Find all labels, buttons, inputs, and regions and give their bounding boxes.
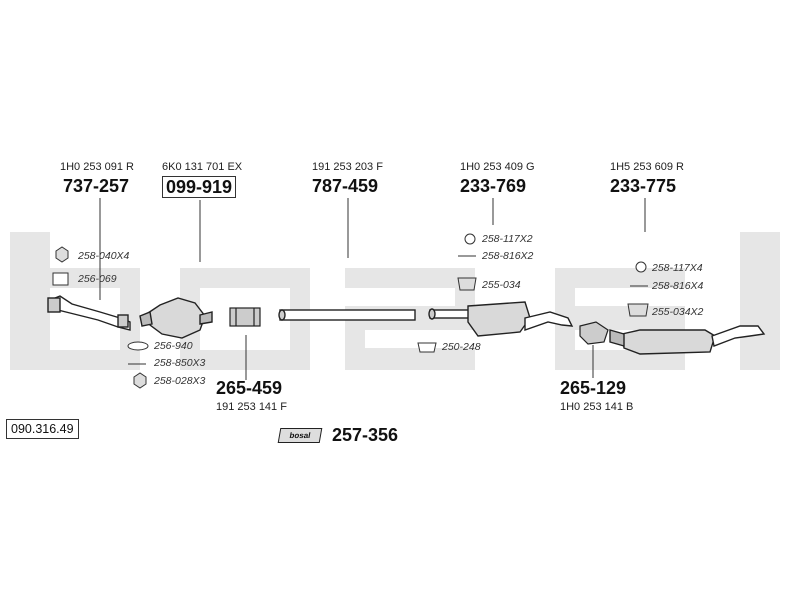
leader-lines [99,198,646,380]
p4-oem: 1H0 253 409 G [460,161,535,173]
ring-icon-3 [635,261,647,273]
kit-logo-icon: bosal [277,428,323,443]
fitting-icons [52,233,649,389]
p4-code: 233-769 [460,176,527,196]
p6-oem: 191 253 141 F [216,401,287,413]
nut-icon-2 [133,372,147,389]
p6-code: 265-459 [216,378,283,398]
p5-code: 233-775 [610,176,677,196]
p3-oem: 191 253 203 F [312,161,383,173]
nut-icon [55,246,69,263]
fitting-f10: 258-117X4 [652,262,703,274]
fitting-f9: 250-248 [442,341,481,353]
hanger-icon-2 [627,303,649,317]
clamp-265-129 [579,321,609,345]
ring-icon [127,341,149,351]
ring-icon-2 [464,233,476,245]
catalytic-converter [139,297,213,339]
reference-number: 090.316.49 [6,419,79,439]
p2-code: 099-919 [162,176,237,198]
clamp-265-459 [229,307,261,327]
p1-code: 737-257 [63,176,130,196]
p3-code: 787-459 [312,176,379,196]
p2-oem: 6K0 131 701 EX [162,161,243,173]
front-silencer [428,301,574,337]
fitting-f1: 258-040X4 [78,250,130,262]
p1-oem: 1H0 253 091 R [60,161,134,173]
gasket-icon [52,272,69,286]
fitting-f11: 258-816X4 [652,280,704,292]
p7-oem: 1H0 253 141 B [560,401,634,413]
fitting-f3: 256-940 [154,340,193,352]
hanger-ring-icon [417,342,437,353]
fitting-f7: 258-816X2 [482,250,534,262]
rear-silencer [609,325,766,355]
middle-pipe [278,309,416,321]
p5-oem: 1H5 253 609 R [610,161,684,173]
fitting-f4: 258-850X3 [154,357,206,369]
fitting-f5: 258-028X3 [154,375,206,387]
hanger-icon [457,277,477,291]
fitting-f2: 256-069 [78,273,117,285]
front-pipe [47,295,131,331]
fitting-f12: 255-034X2 [652,306,704,318]
fitting-f6: 258-117X2 [482,233,533,245]
kit-code: 257-356 [332,425,399,445]
fitting-f8: 255-034 [482,279,521,291]
p7-code: 265-129 [560,378,627,398]
